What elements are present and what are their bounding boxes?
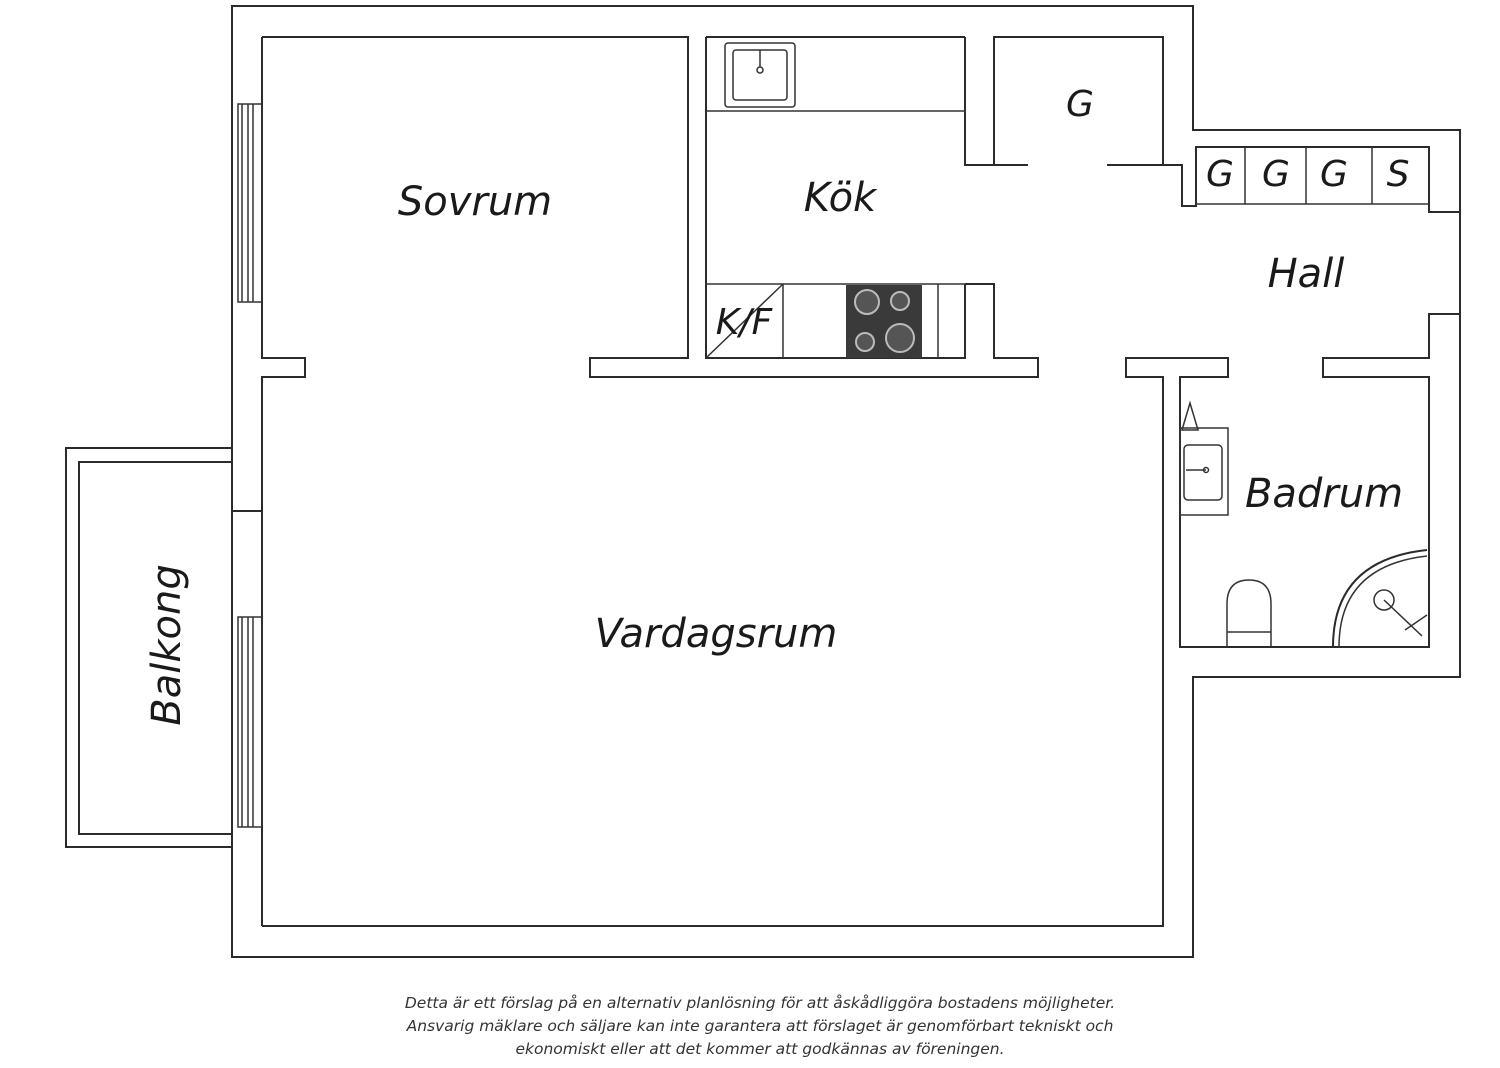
disclaimer-line: Ansvarig mäklare och säljare kan inte ga… xyxy=(406,1017,1114,1035)
hall-wardrobe-label: S xyxy=(1387,154,1410,195)
hall-wardrobes xyxy=(1196,147,1429,205)
hall-wardrobe-label: G xyxy=(1320,154,1348,195)
washbasin-icon xyxy=(1179,400,1229,516)
toilet-icon xyxy=(1226,579,1272,647)
hall-wardrobe-label: G xyxy=(1206,154,1234,195)
room-label-sovrum: Sovrum xyxy=(398,179,552,225)
window-sovrum xyxy=(237,103,263,303)
room-label-badrum: Badrum xyxy=(1245,471,1403,517)
room-label-hall: Hall xyxy=(1268,251,1345,297)
room-label-kok: Kök xyxy=(804,175,878,221)
window-vardagsrum xyxy=(237,616,263,828)
floor-plan: Sovrum Kök Hall Badrum Vardagsrum Balkon… xyxy=(65,5,1461,958)
shower-icon xyxy=(1332,549,1428,648)
room-label-balkong: Balkong xyxy=(144,564,190,725)
fridge-freezer xyxy=(705,283,784,359)
disclaimer: Detta är ett förslag på en alternativ pl… xyxy=(330,992,1190,1061)
room-label-vardagsrum: Vardagsrum xyxy=(595,611,838,657)
wardrobe-label: G xyxy=(1066,84,1094,125)
kitchen-counters xyxy=(706,110,965,358)
disclaimer-line: Detta är ett förslag på en alternativ pl… xyxy=(404,994,1116,1012)
stove-icon xyxy=(846,285,922,358)
balcony xyxy=(65,447,232,848)
disclaimer-line: ekonomiskt eller att det kommer att godk… xyxy=(515,1040,1005,1058)
fridge-freezer-label: K/F xyxy=(716,302,774,343)
hall-wardrobe-label: G xyxy=(1262,154,1290,195)
sink-icon xyxy=(724,42,796,108)
